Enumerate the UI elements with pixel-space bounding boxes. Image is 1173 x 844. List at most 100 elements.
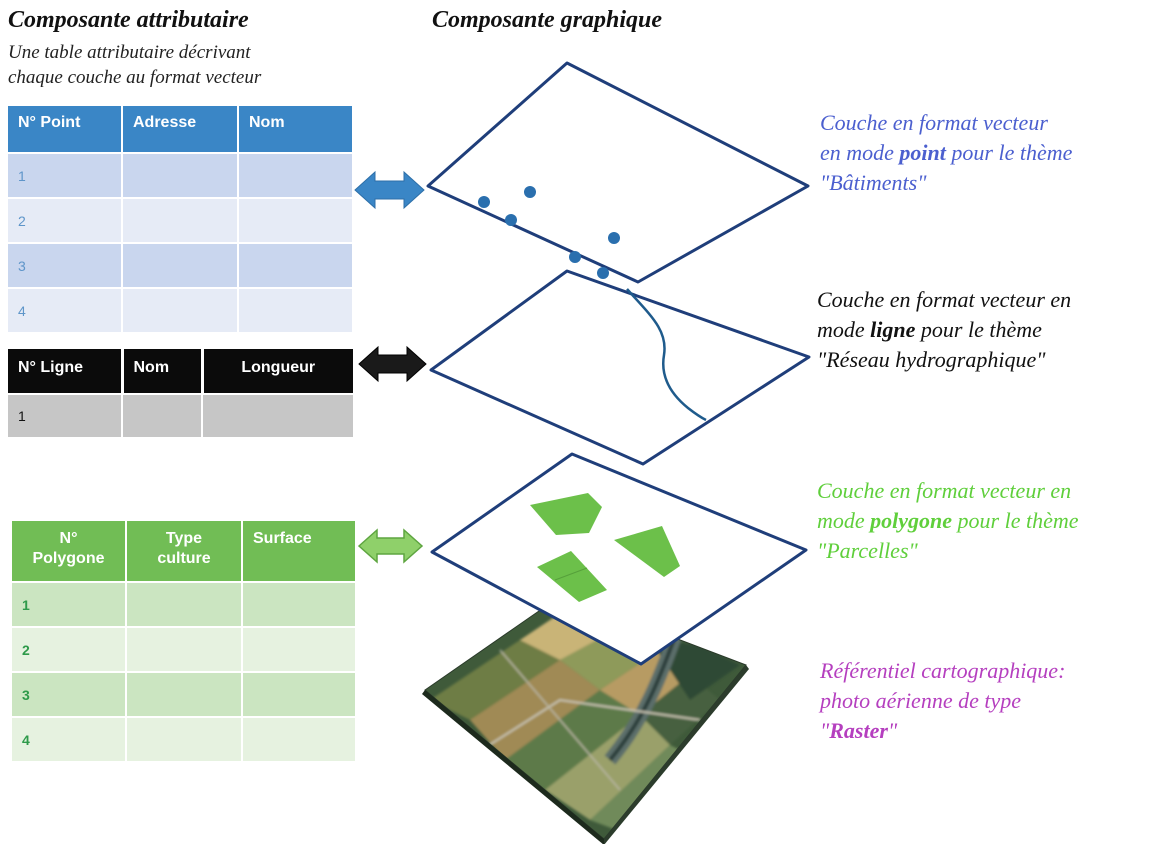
row-id-cell: 3 [8,242,122,288]
empty-cell [241,671,355,717]
column-header: N° Point [8,106,122,153]
table-row: 4 [12,716,355,761]
parcel-shape [530,493,602,535]
caption-text: mode [817,317,871,342]
table-row: 1 [12,581,355,627]
table-row: 4 [8,287,352,332]
column-header: Adresse [121,106,238,153]
caption-text: pour le thème [945,140,1073,165]
raster-layer-caption: Référentiel cartographique: photo aérien… [820,656,1065,746]
subheading-line-2: chaque couche au format vecteur [8,67,262,88]
empty-cell [125,626,242,672]
table-row: 2 [12,626,355,672]
building-point [505,214,517,226]
caption-line: Couche en format vecteur en [817,478,1072,503]
row-id-cell: 2 [8,197,122,243]
caption-line: "Raster" [820,716,1065,746]
subheading-line-1: Une table attributaire décrivant [8,42,251,63]
caption-line: Couche en format vecteur [820,110,1048,135]
caption-line: mode polygone pour le thème [817,506,1079,536]
caption-keyword: polygone [870,508,953,533]
empty-cell [125,581,242,627]
table-header-row: N° Polygone Type culture Surface [12,521,355,582]
table-header-row: N° Point Adresse Nom [8,106,352,153]
header-line: N° [59,530,78,547]
empty-cell [121,287,238,332]
attribute-component-subheading: Une table attributaire décrivant chaque … [8,40,261,90]
caption-text: " [887,718,898,743]
empty-cell [125,716,242,761]
empty-cell [125,671,242,717]
building-point [478,196,490,208]
building-point [608,232,620,244]
header-line: culture [157,550,211,567]
empty-cell [121,393,202,437]
caption-text: pour le thème [915,317,1042,342]
table-row: 1 [8,152,352,198]
empty-cell [237,197,352,243]
lines-layer-caption: Couche en format vecteur en mode ligne p… [817,285,1071,375]
building-point [597,267,609,279]
table-header-row: N° Ligne Nom Longueur [8,349,353,394]
points-layer-caption: Couche en format vecteur en mode point p… [820,108,1072,198]
empty-cell [121,197,238,243]
column-header: Nom [120,349,202,394]
polygons-layer-icon [430,452,808,666]
double-arrow-icon [358,345,427,383]
caption-line: "Parcelles" [817,538,918,563]
parcel-shape [537,551,607,602]
table-row: 1 [8,393,353,437]
table-row: 3 [12,671,355,717]
caption-line: "Réseau hydrographique" [817,347,1046,372]
river-line [626,288,707,422]
column-header: Nom [237,106,352,153]
caption-text: mode [817,508,871,533]
points-attribute-table: N° Point Adresse Nom 1 2 3 4 [8,106,352,332]
caption-line: photo aérienne de type [820,688,1021,713]
caption-line: Couche en format vecteur en [817,287,1072,312]
empty-cell [237,287,352,332]
header-line: Polygone [32,550,105,567]
lines-layer-icon [429,269,811,466]
parcel-shape [614,526,680,577]
column-header: Surface [241,521,355,582]
header-line: Type [165,530,203,547]
row-id-cell: 1 [8,393,122,437]
column-header: N° Ligne [8,349,122,394]
empty-cell [201,393,353,437]
double-arrow-icon [354,170,425,210]
polygons-layer-caption: Couche en format vecteur en mode polygon… [817,476,1079,566]
row-id-cell: 3 [12,671,126,717]
caption-text: pour le thème [952,508,1079,533]
caption-line: en mode point pour le thème [820,138,1072,168]
graphic-component-heading: Composante graphique [432,7,663,33]
row-id-cell: 1 [12,581,126,627]
caption-text: en mode [820,140,900,165]
double-arrow-icon [357,528,424,564]
caption-text: " [820,718,830,743]
column-header: Type culture [125,521,242,582]
empty-cell [121,242,238,288]
column-header: N° Polygone [12,521,126,582]
row-id-cell: 4 [8,287,122,332]
polygons-attribute-table: N° Polygone Type culture Surface 1 2 3 4 [12,521,355,761]
row-id-cell: 1 [8,152,122,198]
building-point [524,186,536,198]
caption-keyword: Raster [829,718,888,743]
points-layer-icon [426,61,810,284]
header-line: Surface [253,530,312,547]
building-point [569,251,581,263]
caption-keyword: ligne [870,317,916,342]
empty-cell [121,152,238,198]
caption-line: Référentiel cartographique: [820,658,1066,683]
attribute-component-heading: Composante attributaire [8,7,249,33]
empty-cell [241,626,355,672]
row-id-cell: 2 [12,626,126,672]
empty-cell [241,581,355,627]
row-id-cell: 4 [12,716,126,761]
caption-line: mode ligne pour le thème [817,315,1071,345]
empty-cell [237,242,352,288]
caption-line: "Bâtiments" [820,170,927,195]
empty-cell [241,716,355,761]
